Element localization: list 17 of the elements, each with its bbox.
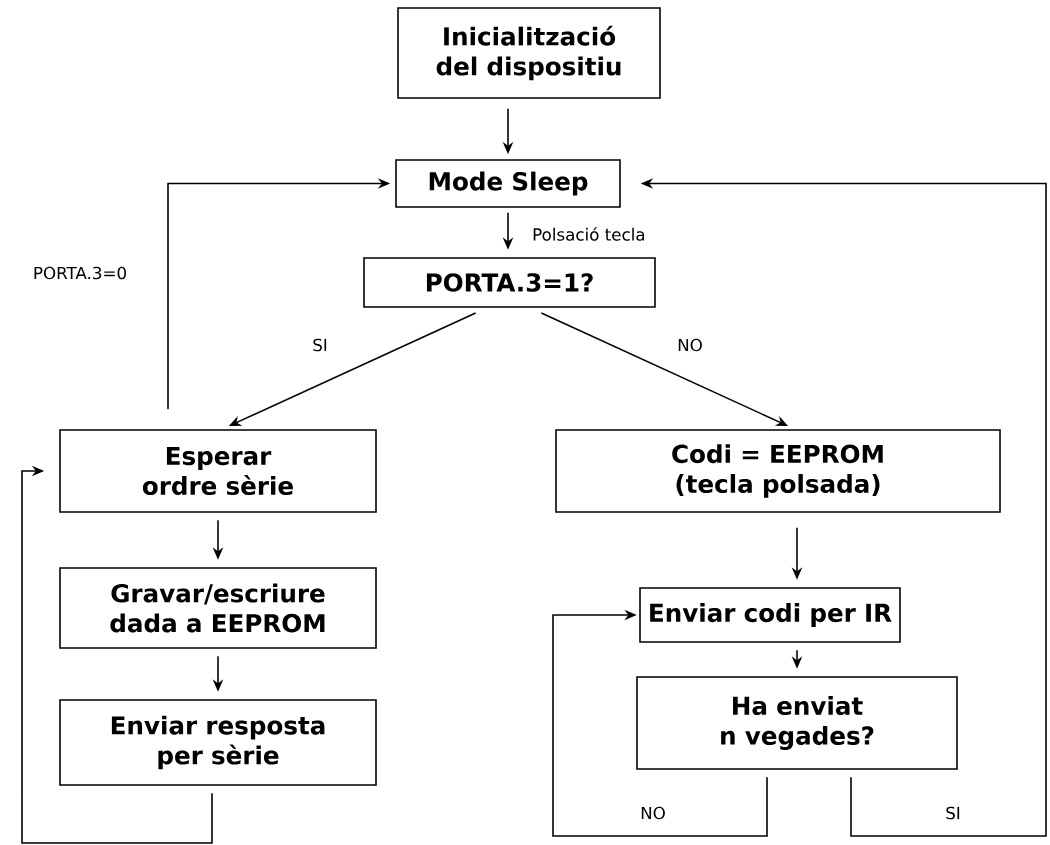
process-box: Ha enviat n vegades?	[636, 676, 958, 770]
arrow	[21, 465, 213, 844]
process-box: Enviar codi per IR	[639, 587, 901, 643]
edge-label: SI	[943, 804, 963, 822]
edge-label: PORTA.3=0	[31, 264, 129, 282]
process-box: Inicialització del dispositiu	[397, 7, 661, 99]
arrow	[552, 609, 768, 837]
edge-label: NO	[675, 336, 705, 354]
process-box: Gravar/escriure dada a EEPROM	[59, 567, 377, 649]
process-box: Mode Sleep	[395, 159, 621, 208]
process-box: Codi = EEPROM (tecla polsada)	[555, 429, 1001, 513]
edge-label: Polsació tecla	[530, 225, 648, 243]
process-box: PORTA.3=1?	[363, 257, 656, 308]
process-box: Esperar ordre sèrie	[59, 429, 377, 513]
process-box: Enviar resposta per sèrie	[59, 699, 377, 786]
edge-label: NO	[638, 804, 668, 822]
edge-label: SI	[310, 336, 330, 354]
